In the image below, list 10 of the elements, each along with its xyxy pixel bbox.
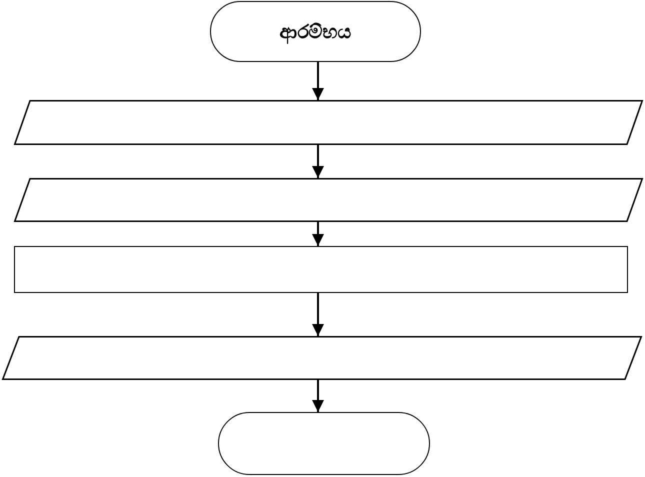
arrow [312,293,324,336]
arrow [312,380,324,412]
arrow [312,145,324,178]
arrow [312,62,324,100]
input-output-shape [2,336,642,380]
start-terminal: ආරම්භය [210,1,421,62]
input-output-shape [14,178,643,222]
arrow [312,222,324,246]
process-box [14,246,628,293]
input-output-shape [14,100,643,145]
